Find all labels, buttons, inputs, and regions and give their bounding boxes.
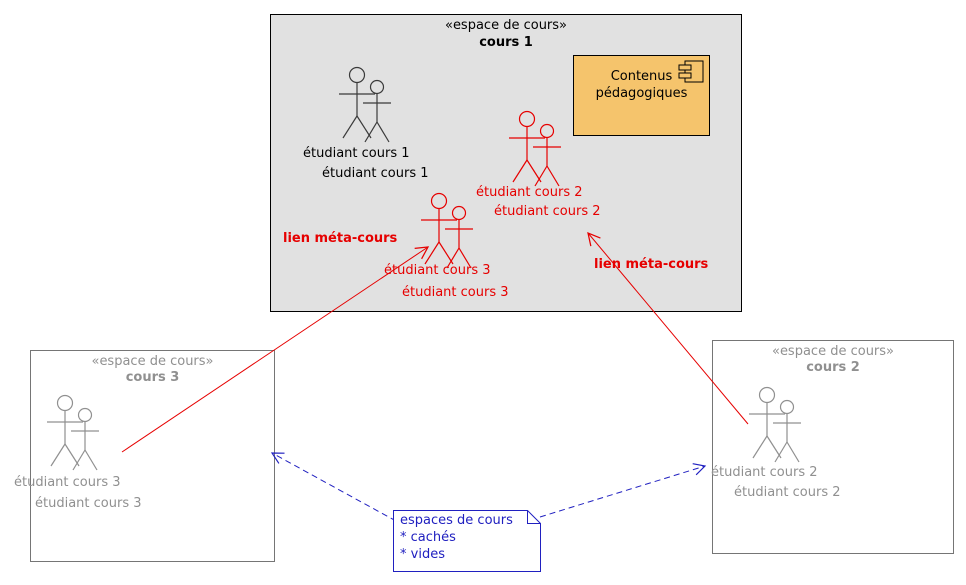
package-cours-2-name: cours 2 — [806, 360, 860, 375]
note-line-1: espaces de cours — [400, 513, 513, 528]
component-icon — [678, 60, 704, 83]
note-line-2: * cachés — [400, 530, 456, 545]
actor-label-etudiant-cours-2-meta-b: étudiant cours 2 — [494, 204, 601, 219]
actor-label-etudiant-cours-2-a: étudiant cours 2 — [711, 465, 818, 480]
actor-pair-etudiants-cours-2-icon — [749, 386, 801, 463]
actor-label-etudiant-cours-2-b: étudiant cours 2 — [734, 485, 841, 500]
actor-label-etudiant-cours-3-a: étudiant cours 3 — [14, 475, 121, 490]
package-cours-1-stereotype: «espace de cours» — [444, 18, 567, 33]
actor-label-etudiant-cours-3-b: étudiant cours 3 — [35, 496, 142, 511]
actor-pair-etudiants-cours-2-meta-icon — [509, 110, 561, 187]
package-cours-1-name: cours 1 — [479, 35, 533, 50]
component-contenus-pedagogiques: Contenus pédagogiques — [573, 55, 710, 136]
actor-label-etudiant-cours-2-meta-a: étudiant cours 2 — [476, 185, 583, 200]
note-arrow-to-cours2 — [539, 463, 707, 518]
note-espaces-de-cours: espaces de cours * cachés * vides — [393, 510, 541, 572]
actor-label-etudiant-cours-1-b: étudiant cours 1 — [322, 166, 429, 181]
package-cours-3-name: cours 3 — [125, 370, 180, 385]
package-cours-2: «espace de cours» cours 2 — [712, 340, 954, 554]
note-arrow-to-cours3 — [270, 452, 397, 522]
meta-link-label-left: lien méta-cours — [283, 231, 398, 246]
package-cours-2-stereotype: «espace de cours» — [771, 344, 894, 359]
actor-label-etudiant-cours-3-meta-b: étudiant cours 3 — [402, 285, 509, 300]
actor-pair-etudiants-cours-3-meta-icon — [421, 192, 473, 269]
note-shape — [393, 510, 541, 572]
meta-link-label-right: lien méta-cours — [594, 257, 709, 272]
component-label-line2: pédagogiques — [595, 86, 688, 101]
note-line-3: * vides — [400, 547, 445, 562]
actor-pair-etudiants-cours-3-icon — [47, 394, 99, 471]
actor-label-etudiant-cours-1-a: étudiant cours 1 — [303, 146, 410, 161]
actor-pair-etudiants-cours-1-icon — [339, 66, 391, 143]
package-cours-3-stereotype: «espace de cours» — [91, 354, 214, 369]
component-label-line1: Contenus — [610, 69, 673, 84]
actor-label-etudiant-cours-3-meta-a: étudiant cours 3 — [384, 263, 491, 278]
